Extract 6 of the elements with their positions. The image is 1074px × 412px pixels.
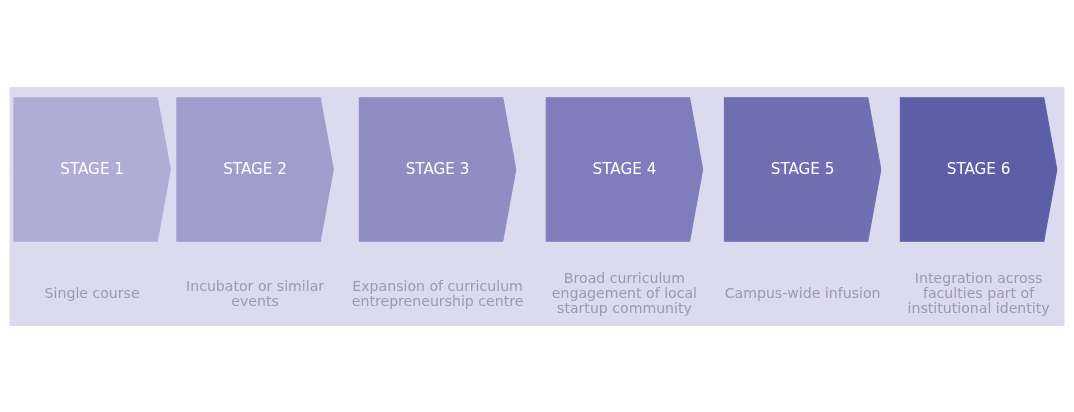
node-label: Broad curriculum engagement of local startup community xyxy=(551,269,698,316)
node-label: Single course xyxy=(44,284,140,301)
node-label: Integration across faculties part of institutional identity xyxy=(907,269,1050,316)
node-label: Incubator or similar events xyxy=(186,277,325,309)
node-label: Expansion of curriculum entrepreneurship centre xyxy=(351,277,524,309)
node-label: Campus-wide infusion xyxy=(724,284,881,301)
